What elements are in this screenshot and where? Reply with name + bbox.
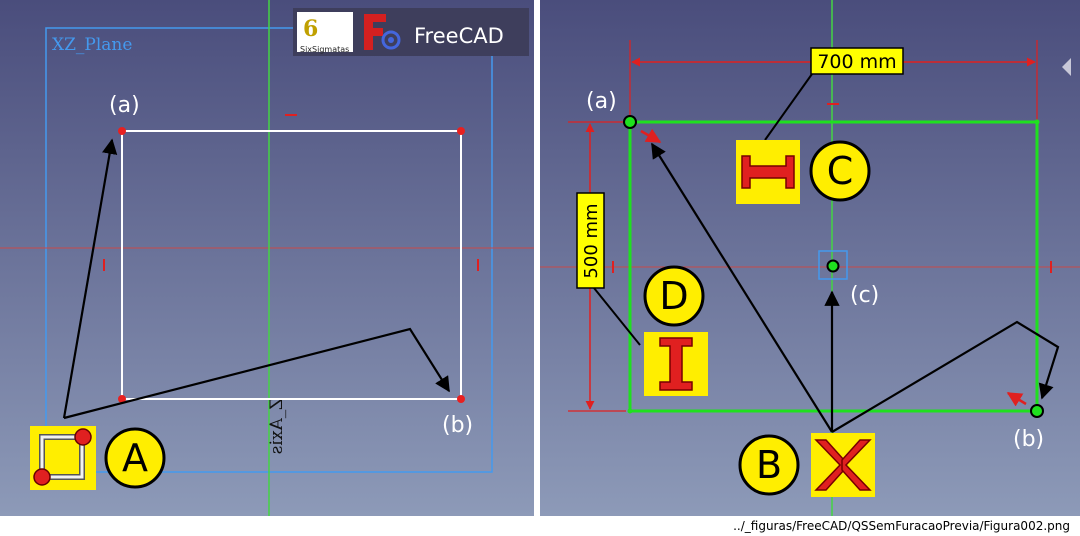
leader-dim-horizontal: [764, 73, 813, 141]
callout-b-label: B: [756, 443, 782, 487]
vertex-top-right[interactable]: [457, 127, 465, 135]
left-viewport-canvas: XZ_Plane Z_Axis (a) (b) A: [0, 0, 534, 516]
vertex-top-right[interactable]: [1034, 119, 1040, 125]
arrow-to-b: [63, 327, 450, 420]
vertex-b[interactable]: [457, 395, 465, 403]
dim-vertical-label: 500 mm: [581, 203, 602, 278]
right-viewport: 700 mm 500 mm (a) (b) (c): [540, 0, 1080, 516]
plane-label: XZ_Plane: [52, 35, 132, 55]
vertex-b[interactable]: [1030, 404, 1044, 418]
point-b-label: (b): [442, 413, 473, 438]
vertical-distance-constraint-icon: [644, 332, 708, 396]
left-viewport: XZ_Plane Z_Axis (a) (b) A: [0, 0, 534, 516]
create-rectangle-icon: [30, 426, 96, 490]
freecad-logo-icon: [364, 14, 401, 50]
figure-path-caption: ../_figuras/FreeCAD/QSSemFuracaoPrevia/F…: [733, 519, 1070, 533]
callout-d-label: D: [659, 274, 688, 318]
dim-horizontal-box[interactable]: [810, 47, 904, 75]
symmetry-marker-a: [640, 128, 662, 144]
callout-c-circle: [809, 140, 871, 202]
center-point-c[interactable]: [826, 259, 840, 273]
arrow-b-to-b: [831, 320, 1060, 433]
horizontal-distance-constraint-icon: [736, 140, 800, 204]
sketch-rectangle[interactable]: [628, 120, 1039, 413]
sixsigma-logo: [297, 12, 353, 52]
vertex-bottom-left[interactable]: [118, 395, 126, 403]
arrow-b-to-a: [651, 142, 833, 433]
dim-horizontal-label: 700 mm: [817, 51, 896, 73]
center-point-box[interactable]: [818, 250, 848, 280]
symmetric-constraint-icon: [811, 433, 875, 497]
sixsigma-text: SixSigmatas: [300, 45, 349, 54]
point-a-label: (a): [586, 89, 617, 114]
z-axis-label: Z_Axis: [267, 398, 287, 454]
point-b-label: (b): [1013, 427, 1044, 452]
logo-bar: 6 SixSigmatas FreeCAD: [293, 8, 529, 56]
callout-a-circle: [104, 427, 166, 489]
sixsigma-mark: 6: [303, 16, 318, 42]
dim-vertical-box[interactable]: [576, 192, 605, 289]
right-viewport-canvas: 700 mm 500 mm (a) (b) (c): [540, 0, 1080, 516]
leader-dim-vertical: [593, 287, 641, 346]
callout-a-label: A: [122, 436, 148, 480]
callout-b-circle: [738, 434, 800, 496]
symmetry-marker-b: [1006, 391, 1027, 407]
arrow-to-a: [62, 138, 118, 419]
freecad-text: FreeCAD: [414, 24, 504, 48]
sketch-rectangle[interactable]: [121, 130, 462, 400]
vertex-bottom-left[interactable]: [627, 408, 633, 414]
point-a-label: (a): [109, 93, 140, 118]
callout-d-circle: [643, 265, 705, 327]
nav-arrow-icon[interactable]: [1062, 58, 1071, 76]
callout-c-label: C: [827, 149, 854, 193]
point-c-label: (c): [850, 283, 879, 308]
vertex-a[interactable]: [623, 115, 637, 129]
vertex-a[interactable]: [118, 127, 126, 135]
